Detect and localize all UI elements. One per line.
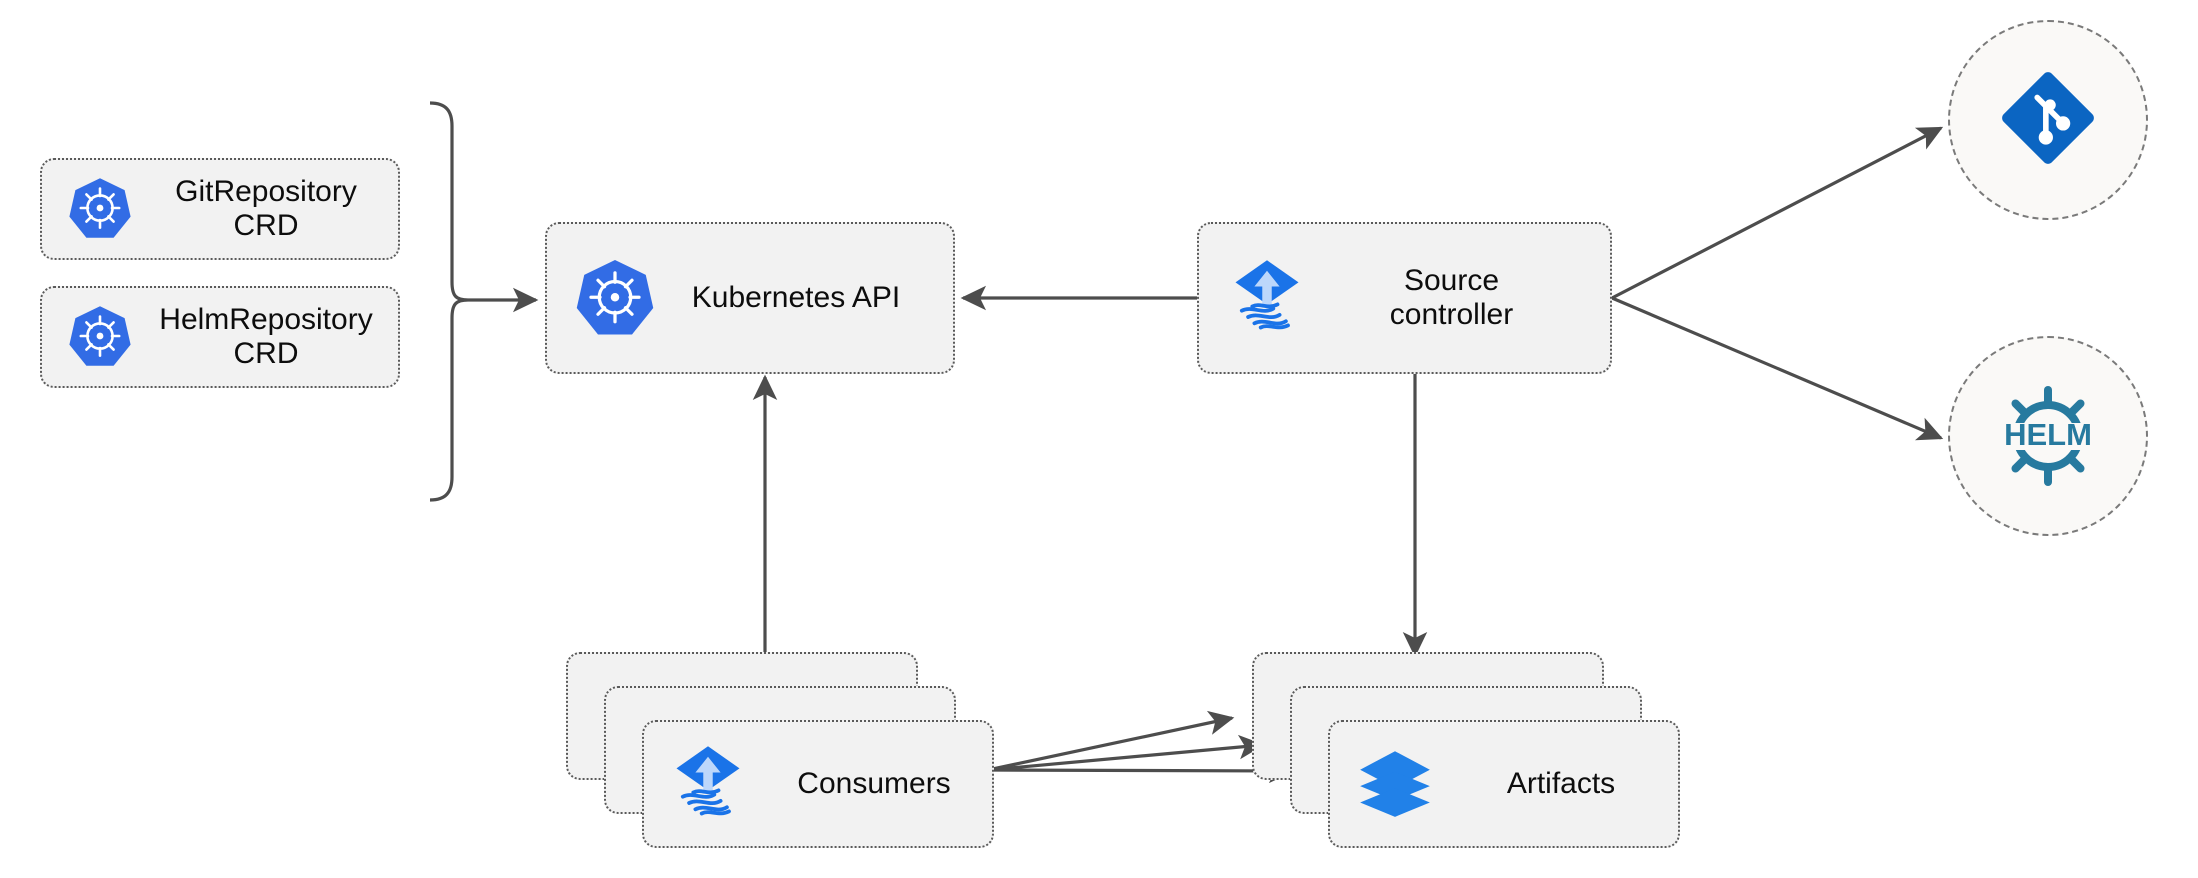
consumers-card-front[interactable]: Consumers (642, 720, 994, 848)
edge-consumers-to-artifact-2 (987, 734, 1265, 772)
node-source-controller[interactable]: Source controller (1197, 222, 1612, 374)
helm-icon: HELM (1988, 376, 2108, 496)
edge-consumers-to-artifact-3 (987, 758, 1295, 784)
kubernetes-icon (68, 303, 132, 372)
node-label: Kubernetes API (691, 281, 901, 315)
kubernetes-icon (575, 256, 655, 341)
node-git-provider[interactable] (1948, 20, 2148, 220)
edge-source-to-git (1611, 126, 1944, 300)
edge-consumers-to-artifact-1 (987, 710, 1235, 772)
node-label: Source controller (1389, 264, 1514, 331)
kubernetes-icon (68, 175, 132, 244)
flux-icon (1225, 254, 1309, 343)
helm-wordmark: HELM (2004, 417, 2092, 452)
node-kubernetes-api[interactable]: Kubernetes API (545, 222, 955, 374)
flux-icon (666, 740, 750, 829)
edge-source-to-helm (1611, 296, 1944, 441)
node-consumers[interactable]: Consumers (566, 652, 996, 852)
layers-icon (1354, 741, 1436, 828)
crd-group-brace (429, 101, 469, 502)
node-gitrepository-crd[interactable]: GitRepository CRD (40, 158, 400, 260)
node-label: Consumers (797, 767, 951, 801)
node-label: HelmRepository CRD (159, 303, 373, 370)
git-icon (1994, 64, 2102, 177)
node-artifacts[interactable]: Artifacts (1252, 652, 1682, 852)
node-label: GitRepository CRD (175, 175, 357, 242)
node-label: Artifacts (1506, 767, 1616, 801)
node-helmrepository-crd[interactable]: HelmRepository CRD (40, 286, 400, 388)
artifacts-card-front[interactable]: Artifacts (1328, 720, 1680, 848)
node-helm-provider[interactable]: HELM (1948, 336, 2148, 536)
